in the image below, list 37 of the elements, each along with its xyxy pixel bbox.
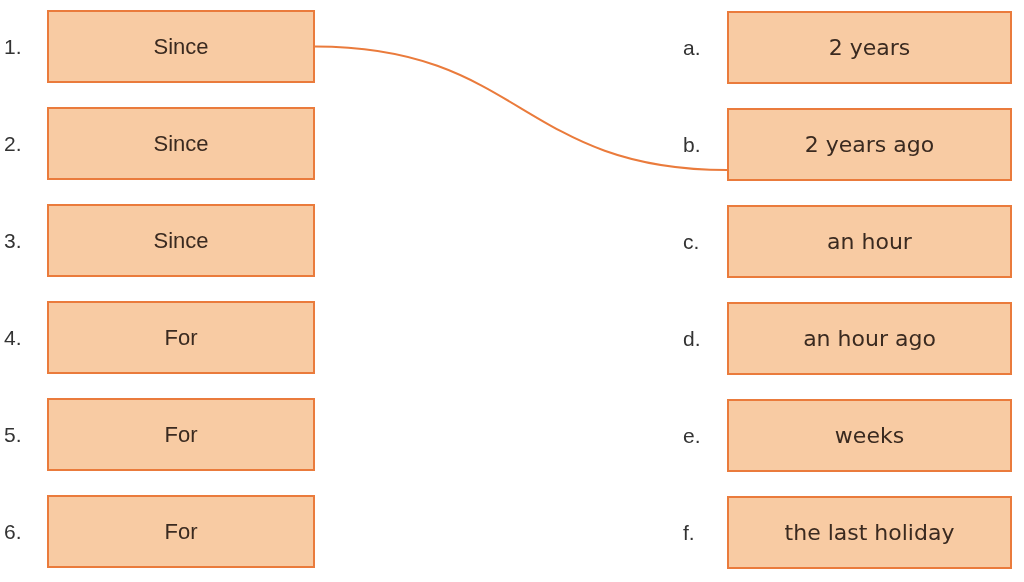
answer-text: Since (153, 130, 209, 158)
answer-box (47, 204, 315, 277)
answer-text: Since (153, 33, 209, 61)
answer-text: an hour ago (803, 325, 936, 353)
answer-text: the last holiday (784, 519, 955, 547)
answer-text: For (164, 324, 198, 352)
answer-text: 2 years (828, 34, 911, 62)
answer-text: weeks (834, 422, 905, 450)
answer-text: For (164, 518, 198, 546)
answer-box (727, 496, 1012, 569)
answer-box (47, 10, 315, 83)
item-label: a. (683, 37, 701, 58)
answer-box (47, 495, 315, 568)
answer-box (727, 205, 1012, 278)
answer-box (47, 301, 315, 374)
item-label: 5. (4, 424, 22, 445)
answer-text: For (164, 421, 198, 449)
answer-box (727, 399, 1012, 472)
answer-box (727, 108, 1012, 181)
connecting-line (314, 45, 728, 172)
answer-box (727, 302, 1012, 375)
item-label: d. (683, 328, 701, 349)
answer-box (47, 107, 315, 180)
item-label: b. (683, 134, 701, 155)
item-label: 1. (4, 36, 22, 57)
item-label: 4. (4, 327, 22, 348)
answer-text: an hour (827, 228, 912, 256)
item-label: 3. (4, 230, 22, 251)
answer-box (47, 398, 315, 471)
answer-box (727, 11, 1012, 84)
item-label: f. (683, 522, 695, 543)
answer-text: 2 years ago (804, 131, 935, 159)
item-label: e. (683, 425, 701, 446)
item-label: c. (683, 231, 700, 252)
item-label: 6. (4, 521, 22, 542)
item-label: 2. (4, 133, 22, 154)
answer-text: Since (153, 227, 209, 255)
